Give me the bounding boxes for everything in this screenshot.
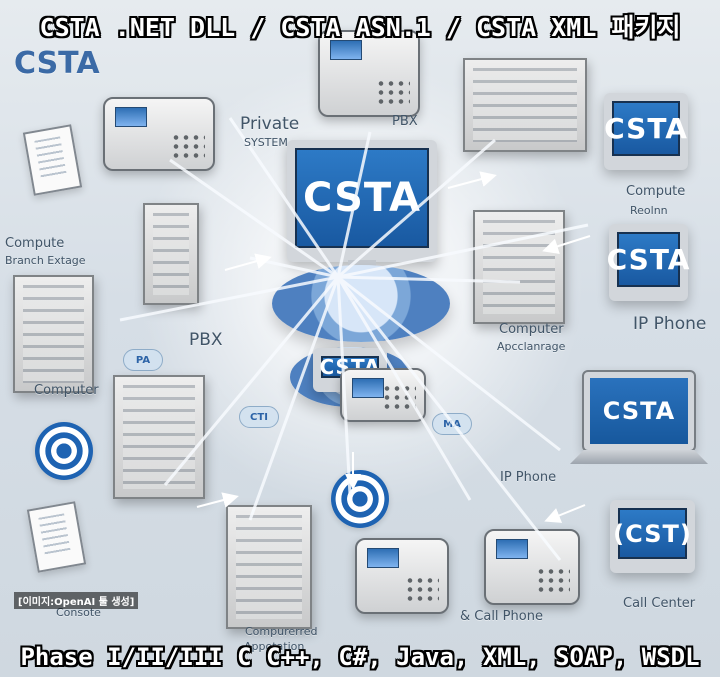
connector-line — [337, 138, 496, 279]
compute-label: Compute — [5, 236, 65, 251]
call-center-label: Call Center — [623, 596, 696, 611]
computerized-sub-label: Appotation — [244, 640, 305, 653]
protocol-pill-pa: PA — [123, 349, 163, 371]
computer-exchange-label: Computer — [499, 322, 564, 337]
compute-right-sub-label: Reolnn — [630, 204, 668, 217]
mid-right-monitor: CSTA — [607, 224, 689, 301]
mid-right-monitor-screen: CSTA — [607, 232, 689, 287]
arrow-right-to-center — [542, 235, 591, 254]
arrow-left-to-center — [224, 253, 272, 271]
pbx-top-label: PBX — [392, 114, 418, 129]
arrow-center-to-right-top — [447, 171, 497, 189]
computerized-label: Compurerred — [245, 625, 318, 638]
printer-server-top-right — [463, 58, 587, 152]
connector-line — [337, 275, 561, 452]
top-right-monitor-screen: CSTA — [604, 101, 687, 156]
pbx-left-label: PBX — [189, 330, 223, 350]
compute-right-label: Compute — [626, 184, 686, 199]
connector-line — [337, 275, 521, 284]
laptop-screen: CSTA — [590, 378, 688, 444]
computer-exchange-sub-label: Apcclanrage — [497, 340, 566, 353]
page-title: CSTA .NET DLL / CSTA ASN.1 / CSTA XML 패키… — [39, 13, 681, 42]
arrow-bottom-left-to-center — [196, 492, 239, 508]
laptop-lid: CSTA — [582, 370, 696, 452]
telephony-signal-icon — [35, 422, 93, 480]
connector-line — [336, 276, 562, 561]
connector-line — [228, 117, 340, 278]
laptop-keyboard-deck — [570, 450, 708, 464]
generated-image-note: [이미지:OpenAI 툴 생성] — [14, 592, 139, 609]
desk-phone-bottom-center — [355, 538, 449, 614]
private-label: Private — [240, 114, 300, 134]
connector-line — [336, 131, 372, 278]
server-left-upper — [143, 203, 199, 305]
connector-line — [337, 223, 589, 279]
call-phone-label: & Call Phone — [460, 609, 543, 624]
call-center-screen: (CST) — [613, 508, 691, 559]
branch-exchange-label: Branch Extage — [5, 254, 86, 267]
server-left-lower — [13, 275, 94, 393]
desk-phone-top-left — [103, 97, 215, 171]
protocol-pill-cti: CTI — [239, 406, 279, 428]
center-device-phone — [340, 368, 426, 422]
arrow-bottom-right-to-center — [544, 504, 586, 523]
ip-phone-right-label: IP Phone — [633, 314, 707, 334]
connector-line — [336, 276, 352, 496]
computer-left-label: Computer — [34, 383, 99, 398]
ip-phone-mid-label: IP Phone — [500, 470, 557, 485]
desk-phone-bottom-right — [484, 529, 580, 605]
connector-line — [169, 158, 339, 279]
laptop-right: CSTA — [570, 370, 712, 470]
bottom-caption: Phase I/II/III C C++, C#, Java, XML, SOA… — [20, 643, 700, 671]
server-bottom-center-left — [226, 505, 312, 629]
call-center-monitor: (CST) — [610, 500, 695, 573]
top-right-monitor: CSTA — [604, 93, 688, 170]
desk-phone-top-center — [318, 30, 420, 117]
connector-line — [336, 276, 472, 501]
server-center-left — [113, 375, 205, 499]
consote-label: Consote — [56, 606, 101, 619]
connector-line — [248, 276, 340, 521]
connector-line — [163, 276, 340, 486]
csta-logo-text: CSTA — [14, 46, 100, 81]
private-sub-label: SYSTEM — [244, 136, 288, 149]
connector-line — [119, 275, 339, 322]
